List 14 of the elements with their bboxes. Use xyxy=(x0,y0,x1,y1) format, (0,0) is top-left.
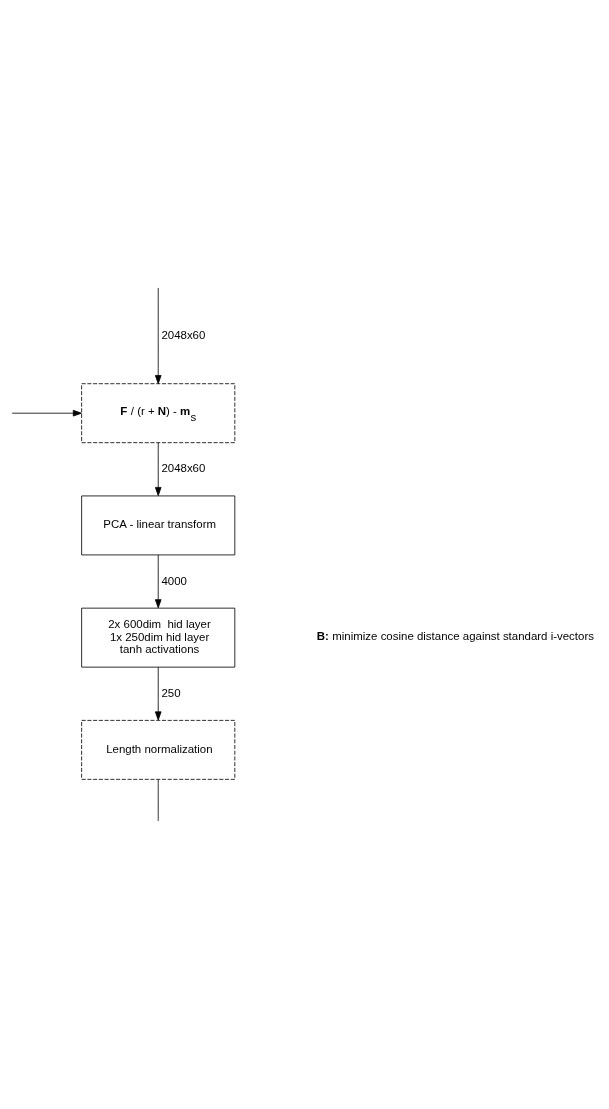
edge-label: 2048x60 xyxy=(161,328,206,341)
edge-label: 2048x60 xyxy=(161,462,206,475)
arrow xyxy=(154,442,162,496)
node-box: 2x 600dim hid layer 1x 250dim hid layer tanh activations xyxy=(81,607,236,668)
connector xyxy=(157,779,159,822)
arrow xyxy=(154,666,162,721)
node-box: Length normalization xyxy=(81,719,236,780)
label: B: minimize cosine distance against standard i-vectors xyxy=(316,629,594,642)
arrow xyxy=(154,287,162,385)
arrow xyxy=(154,554,162,609)
edge-label: 4000 xyxy=(161,574,187,587)
arrow xyxy=(11,409,82,417)
node-box: PCA - linear transform xyxy=(81,495,236,556)
edge-label: 250 xyxy=(161,686,181,699)
